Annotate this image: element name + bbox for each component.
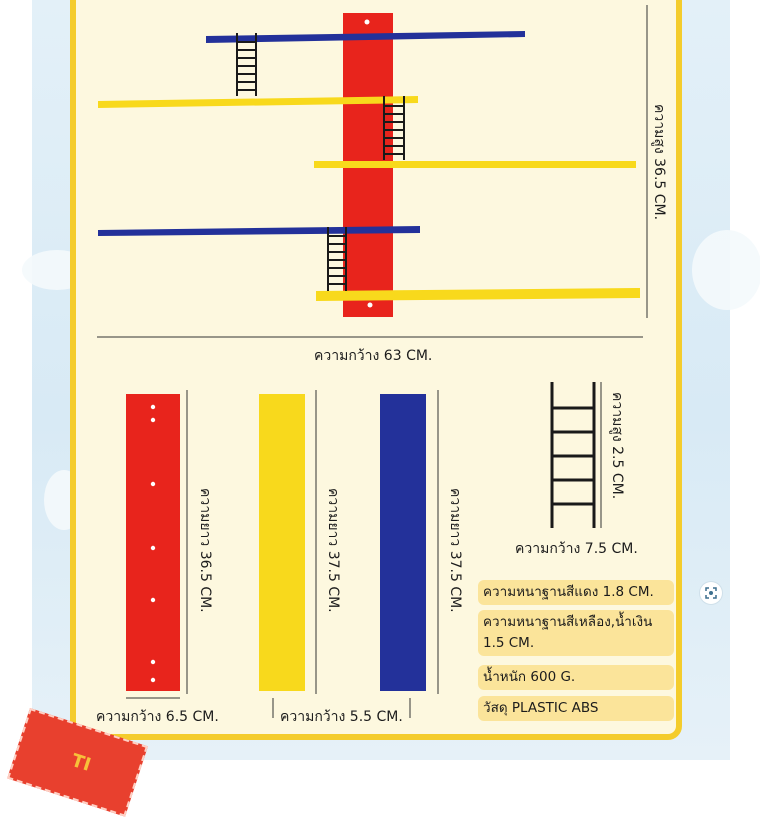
red-panel-width-label: ความกว้าง 6.5 CM.	[96, 709, 219, 725]
spec-yellow-blue-thickness-line1: ความหนาฐานสีเหลือง,น้ำเงิน	[483, 614, 653, 630]
red-panel-part	[126, 390, 188, 699]
yellow-blue-width-label: ความกว้าง 5.5 CM.	[280, 709, 403, 725]
screw-dot	[364, 19, 370, 25]
yellow-panel-part	[259, 390, 317, 694]
blue-shelf-left-lower	[98, 226, 420, 236]
spec-yellow-blue-thickness-line2: 1.5 CM.	[483, 635, 535, 651]
promo-ticket-text: TI	[68, 750, 94, 776]
ladder-lower	[327, 227, 347, 291]
ladder-height-label: ความสูง 2.5 CM.	[609, 392, 625, 500]
blue-panel-part	[272, 390, 439, 718]
ladder-part	[550, 382, 602, 528]
diagram-canvas	[97, 5, 648, 718]
red-panel-length-label: ความยาว 36.5 CM.	[197, 488, 213, 613]
assembled-height-label: ความสูง 36.5 CM.	[651, 104, 667, 221]
cloud	[692, 230, 760, 310]
ladder-width-label: ความกว้าง 7.5 CM.	[515, 541, 638, 557]
spec-red-thickness: ความหนาฐานสีแดง 1.8 CM.	[478, 580, 674, 605]
yellow-shelf-right-bottom	[316, 288, 640, 301]
blue-shelf-top	[206, 31, 525, 43]
blue-panel-length-label: ความยาว 37.5 CM.	[447, 488, 463, 613]
spec-yellow-blue-thickness: ความหนาฐานสีเหลือง,น้ำเงิน 1.5 CM.	[478, 610, 674, 656]
yellow-shelf-right-middle	[314, 161, 636, 168]
spec-material: วัสดุ PLASTIC ABS	[478, 696, 674, 721]
yellow-shelf-left-upper	[98, 96, 418, 108]
yellow-panel-length-label: ความยาว 37.5 CM.	[325, 488, 341, 613]
spec-weight: น้ำหนัก 600 G.	[478, 665, 674, 690]
screw-dot	[367, 302, 373, 308]
ladder-middle	[383, 96, 405, 160]
assembled-shelf	[97, 5, 648, 338]
assembled-width-label: ความกว้าง 63 CM.	[314, 348, 433, 364]
ladder-top	[236, 33, 257, 96]
image-search-icon[interactable]	[700, 582, 722, 604]
